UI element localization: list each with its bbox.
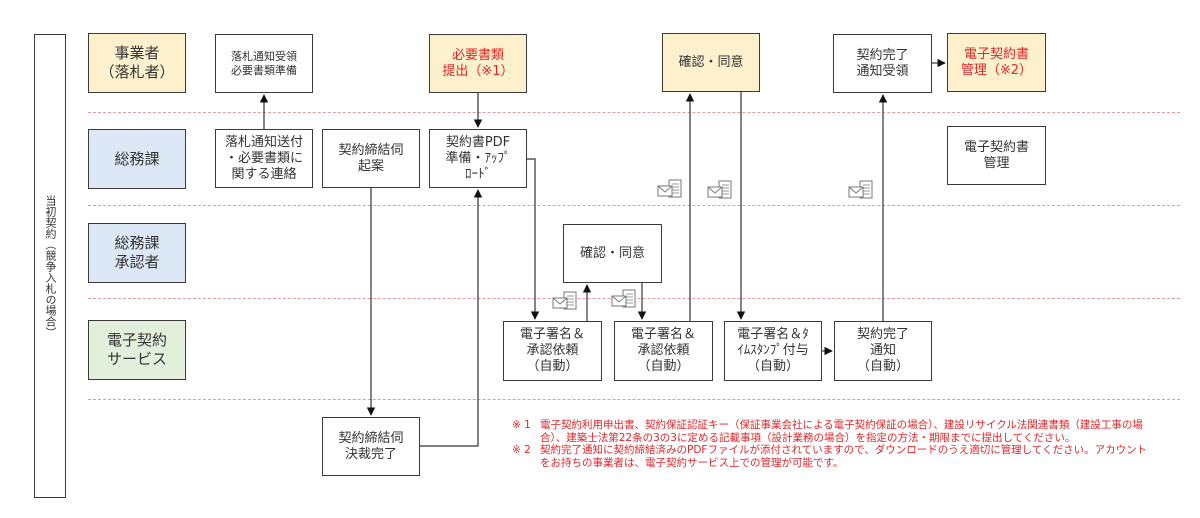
footnote-mark: ※ 2 xyxy=(512,444,531,456)
mail-document-icon xyxy=(707,180,732,199)
step-completion-notice: 契約完了 通知 （自動） xyxy=(834,321,932,381)
lane-label-bidder: 事業者 （落札者） xyxy=(88,33,186,93)
footnote-1: ※ 1 電子契約利用申出書、契約保証認証キー（保証事業会社による電子契約保証の場… xyxy=(512,419,1152,444)
step-sign-timestamp: 電子署名＆ﾀ ｲﾑｽﾀﾝﾌﾟ付与 （自動） xyxy=(724,321,822,381)
footnote-text: 契約完了通知に契約締結済みのPDFファイルが添付されていますので、ダウンロードの… xyxy=(540,444,1148,469)
arrow-approval-to-prepare xyxy=(420,189,483,447)
step-approval-done: 契約締結伺 決裁完了 xyxy=(322,417,420,476)
lane-label-approver: 総務課 承認者 xyxy=(88,223,186,283)
step-draft-approval: 契約締結伺 起案 xyxy=(322,129,420,188)
step-submit-docs: 必要書類 提出（※1） xyxy=(429,34,527,93)
lane-divider xyxy=(88,112,1180,113)
step-bidder-confirm: 確認・同意 xyxy=(662,33,760,92)
step-approver-confirm: 確認・同意 xyxy=(563,224,662,283)
phase-label: 当初契約（競争入札の場合） xyxy=(34,34,66,498)
arrow-prepare-to-sign1 xyxy=(527,158,540,320)
footnote-2: ※ 2 契約完了通知に契約締結済みのPDFファイルが添付されていますので、ダウン… xyxy=(512,444,1152,469)
lane-label-general-affairs: 総務課 xyxy=(88,129,186,189)
lane-divider xyxy=(88,399,1180,400)
step-bidder-manage: 電子契約書 管理（※2） xyxy=(947,33,1046,92)
mail-document-icon xyxy=(657,179,682,198)
mail-document-icon xyxy=(611,289,636,308)
lane-label-e-contract-service: 電子契約 サービス xyxy=(88,320,186,380)
step-receive-notice: 落札通知受領 必要書類準備 xyxy=(215,34,313,93)
step-sign-request-2: 電子署名＆ 承認依頼 （自動） xyxy=(614,321,713,381)
step-send-notice: 落札通知送付 ・必要書類に 関する連絡 xyxy=(215,129,313,188)
footnote-text: 電子契約利用申出書、契約保証認証キー（保証事業会社による電子契約保証の場合）、建… xyxy=(540,419,1143,444)
step-office-manage: 電子契約書 管理 xyxy=(947,126,1046,185)
mail-document-icon xyxy=(552,291,577,310)
lane-divider xyxy=(88,205,1180,206)
step-prepare-pdf: 契約書PDF 準備・ｱｯﾌﾟ ﾛｰﾄﾞ xyxy=(429,129,527,188)
footnote-mark: ※ 1 xyxy=(512,419,531,431)
phase-label-text: 当初契約（競争入札の場合） xyxy=(44,194,57,338)
mail-document-icon xyxy=(848,180,873,199)
step-sign-request-1: 電子署名＆ 承認依頼 （自動） xyxy=(503,321,602,381)
footnotes: ※ 1 電子契約利用申出書、契約保証認証キー（保証事業会社による電子契約保証の場… xyxy=(512,419,1152,469)
step-receive-completion: 契約完了 通知受領 xyxy=(833,34,932,93)
